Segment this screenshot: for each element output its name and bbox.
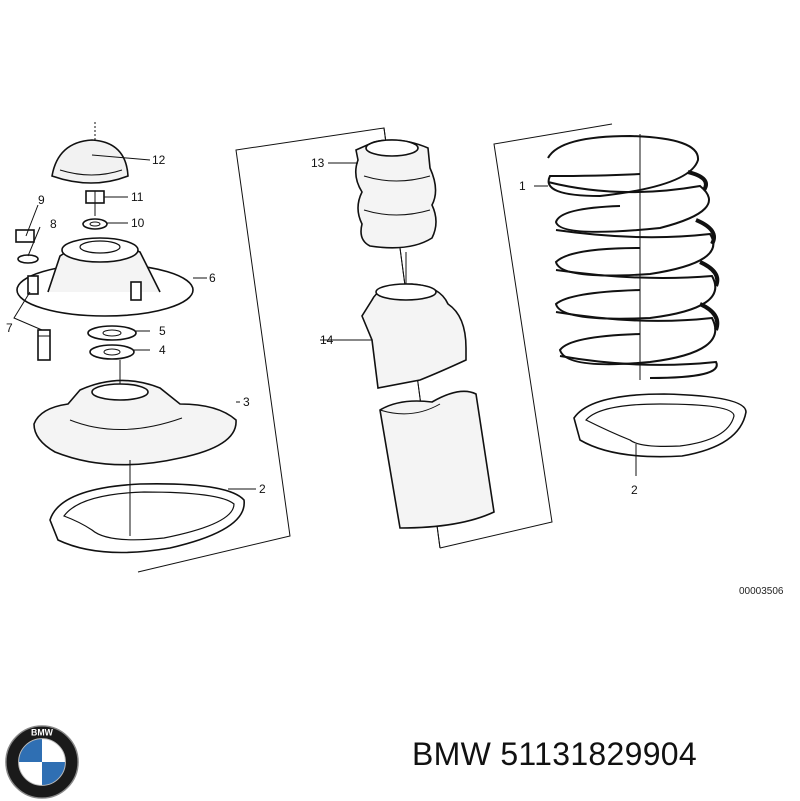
mount-bolt [37, 329, 51, 361]
callout-2-left: 2 [259, 482, 266, 496]
coil-spring [534, 134, 720, 380]
callout-8: 8 [50, 217, 57, 231]
callout-5: 5 [159, 324, 166, 338]
brand-name: BMW [412, 736, 492, 772]
lower-spring-pad-left [49, 483, 245, 554]
callout-10: 10 [131, 216, 145, 230]
callout-7: 7 [6, 321, 13, 335]
part-number: 51131829904 [500, 736, 698, 772]
side-washer [17, 254, 39, 264]
callout-14: 14 [320, 333, 334, 347]
bump-stop [354, 139, 437, 249]
bearing-support [33, 379, 237, 466]
callout-3: 3 [243, 395, 250, 409]
washer-5 [87, 325, 137, 341]
dome-cap [51, 139, 129, 184]
washer-4 [89, 344, 135, 360]
callout-1: 1 [519, 179, 526, 193]
callout-2-right: 2 [631, 483, 638, 497]
drawing-code: 00003506 [739, 586, 784, 597]
top-nut [85, 190, 105, 204]
callout-6: 6 [209, 271, 216, 285]
callout-13: 13 [311, 156, 325, 170]
callout-12: 12 [152, 153, 166, 167]
bmw-logo-icon: BMW [5, 725, 79, 799]
lower-spring-pad-right [573, 393, 747, 476]
callout-11: 11 [131, 190, 144, 204]
protective-tube-lower [379, 390, 495, 529]
callout-4: 4 [159, 343, 166, 357]
part-caption: BMW 51131829904 [412, 736, 697, 773]
bmw-logo-letters: BMW [31, 728, 54, 738]
top-washer [82, 218, 108, 230]
side-nut [15, 229, 35, 243]
protective-tube-upper [361, 283, 467, 389]
callout-9: 9 [38, 193, 45, 207]
upper-mount-plate [16, 237, 194, 317]
